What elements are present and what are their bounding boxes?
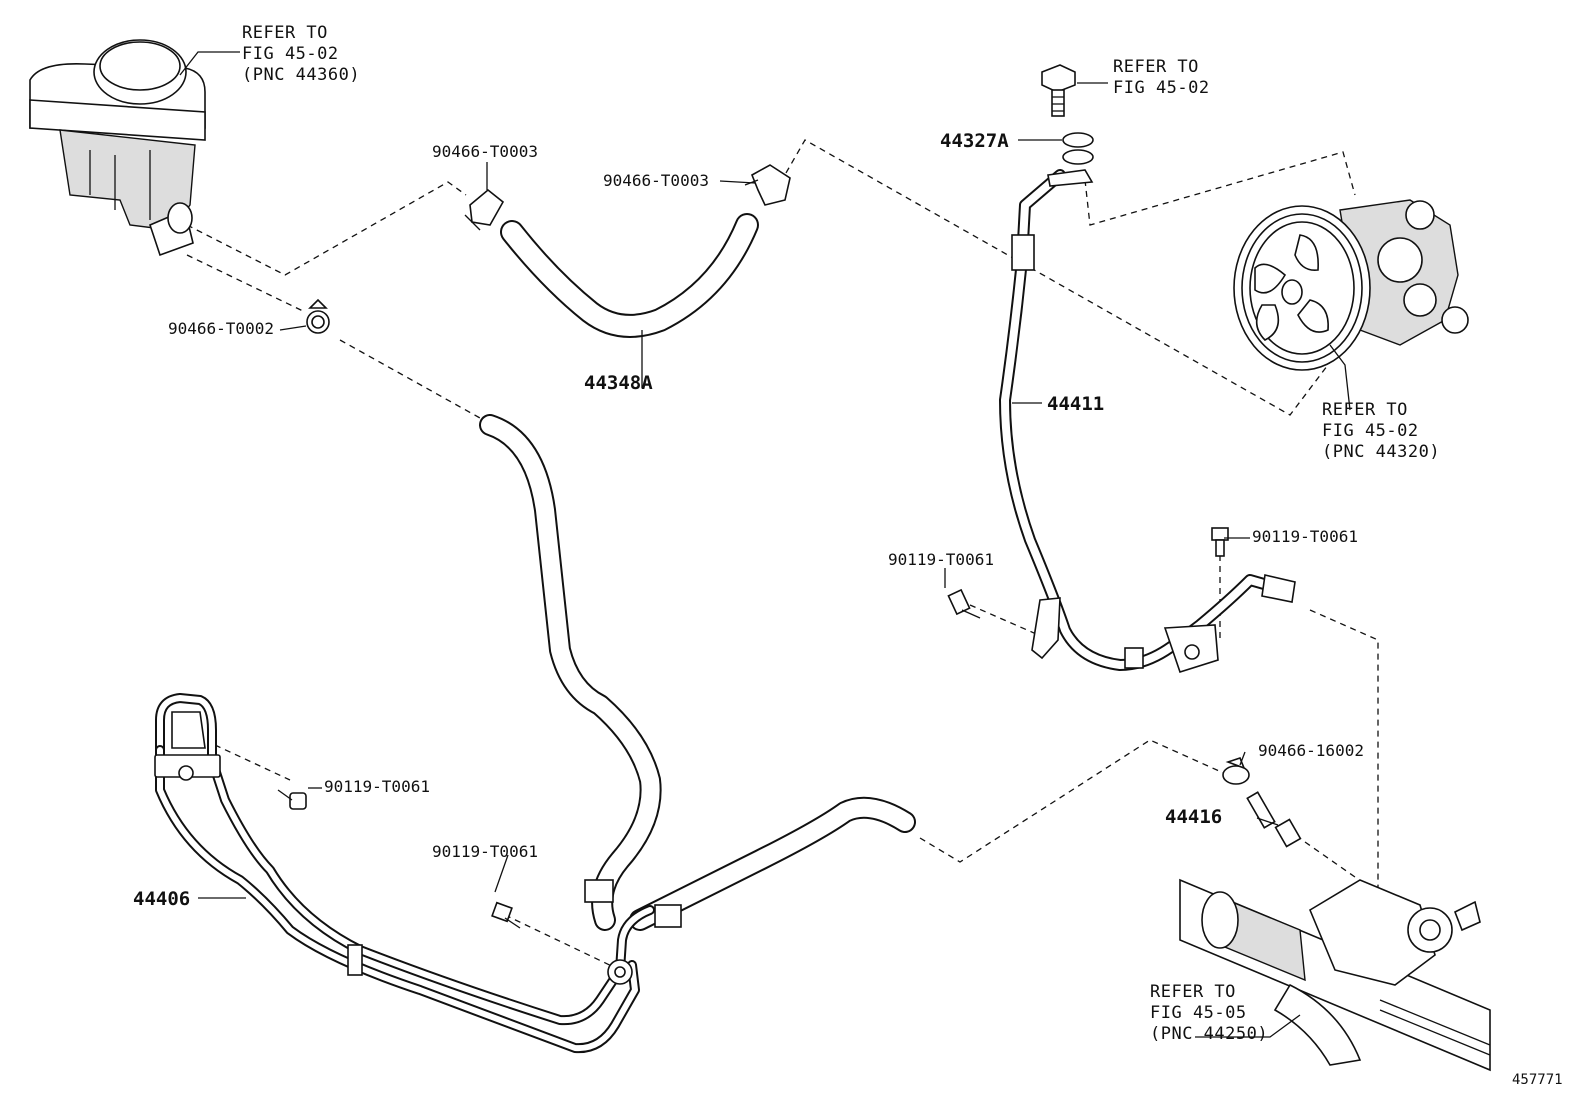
callout-44416: 44416 [1165,806,1222,828]
tube-44411-fittings [1011,169,1296,673]
power-steering-pump-icon [1233,199,1469,371]
hose-44348a [500,213,759,338]
bolt-icon-b [947,588,981,619]
callout-44348a: 44348A [584,372,653,394]
bolt-icon-top [1041,64,1076,117]
ref-reservoir: REFER TO FIG 45-02 (PNC 44360) [242,23,360,85]
clamp-icon-a [464,188,505,231]
union-icon-44416 [1246,791,1302,848]
callout-leaders [179,51,1351,1038]
bolt-icon-a [491,901,521,929]
ref-bolt: REFER TO FIG 45-02 [1113,57,1210,98]
callout-90119-t0061-d: 90119-T0061 [324,777,430,796]
seal-washer-icon [1062,132,1094,165]
reservoir-tank-icon [29,39,206,257]
callout-44411: 44411 [1047,393,1104,415]
clamp-icon-c [306,298,330,334]
ref-pump: REFER TO FIG 45-02 (PNC 44320) [1322,400,1440,462]
bolt-icon-d [277,789,307,810]
callout-44406: 44406 [133,888,190,910]
steering-rack-icon [1179,878,1491,1072]
hose-return-branch [629,796,916,931]
callout-90466-t0002: 90466-T0002 [168,319,274,338]
callout-44327a: 44327A [940,130,1009,152]
bolt-icon-c [1211,527,1229,557]
callout-90466-t0003-b: 90466-T0003 [603,171,709,190]
callout-90466-16002: 90466-16002 [1258,741,1364,760]
tube-44406 [155,693,655,1054]
tube-bracket-icon [154,711,682,985]
clamp-icon-b [744,164,791,206]
figure-id: 457771 [1512,1072,1563,1088]
callout-90119-t0061-c: 90119-T0061 [1252,527,1358,546]
ref-rack: REFER TO FIG 45-05 (PNC 44250) [1150,982,1268,1044]
callout-90466-t0003-a: 90466-T0003 [432,142,538,161]
hose-return-long [479,414,662,931]
callout-90119-t0061-a: 90119-T0061 [432,842,538,861]
callout-90119-t0061-b: 90119-T0061 [888,550,994,569]
clamp-icon-d [1222,757,1250,785]
